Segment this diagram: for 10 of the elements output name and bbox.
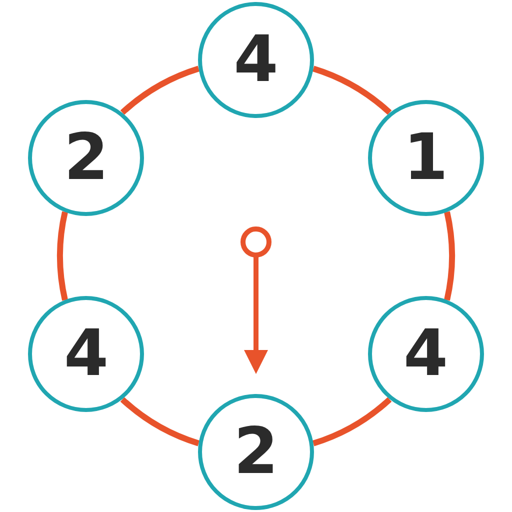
ring-arc [312, 397, 392, 446]
number-label: 4 [64, 322, 109, 386]
number-label: 4 [403, 322, 448, 386]
ring-arc [312, 66, 392, 115]
ring-arc [120, 66, 200, 115]
number-label: 2 [64, 126, 109, 190]
ring-arc [120, 397, 200, 446]
number-label: 1 [403, 126, 448, 190]
number-label: 2 [234, 420, 278, 484]
number-label: 4 [234, 28, 278, 92]
